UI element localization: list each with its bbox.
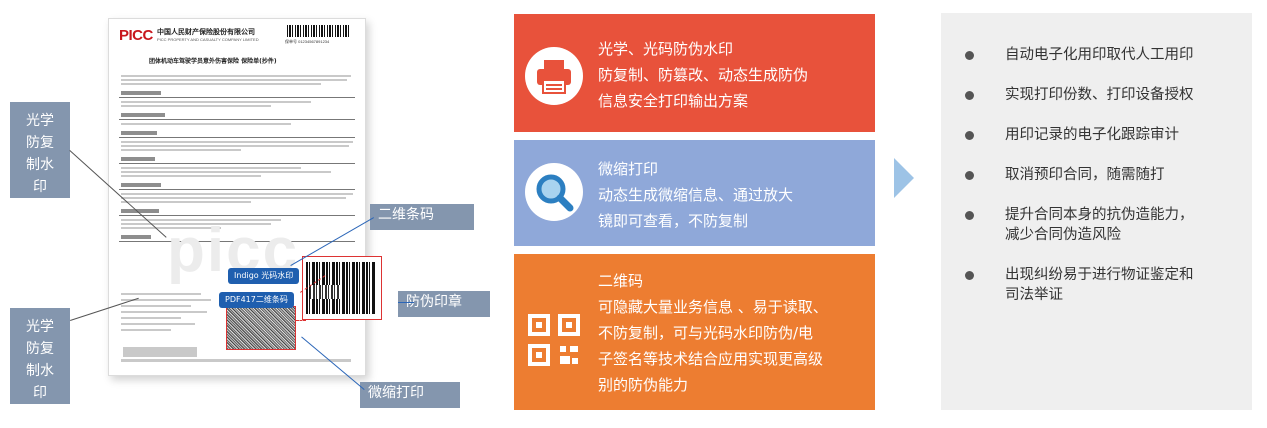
bullet-icon [965, 51, 974, 60]
bullet-icon [965, 271, 974, 280]
bullet-icon [965, 211, 974, 220]
optical-watermark-strip [123, 347, 197, 357]
company-name-cn: 中国人民财产保险股份有限公司 [157, 28, 255, 36]
chevron-right-icon [894, 158, 914, 198]
bullet-icon [965, 131, 974, 140]
insurance-policy-document: PICC 中国人民财产保险股份有限公司 PICC PROPERTY AND CA… [108, 18, 366, 376]
pdf417-tag: PDF417二维条码 [219, 292, 294, 308]
callout-anti-counterfeit-seal: 防伪印章 [398, 291, 490, 317]
picc-logo: PICC [119, 27, 153, 44]
document-title: 团体机动车驾驶学员意外伤害保险 保险单(抄件) [149, 58, 277, 65]
policy-serial: 保单号 01234567891234 [285, 39, 330, 44]
bullet-icon [965, 91, 974, 100]
company-name-en: PICC PROPERTY AND CASUALTY COMPANY LIMIT… [157, 37, 259, 42]
document-barcode [287, 25, 351, 37]
panel-qr-code: 二维码 可隐藏大量业务信息 、易于读取、 不防复制，可与光码水印防伪/电 子签名… [514, 254, 875, 410]
printer-icon [525, 47, 583, 105]
micro-print-zoom [226, 306, 296, 350]
callout-optical-watermark-bottom: 光学 防复 制水 印 [10, 308, 70, 404]
panel-optical-watermark: 光学、光码防伪水印 防复制、防篡改、动态生成防伪 信息安全打印输出方案 [514, 14, 875, 132]
callout-micro-print: 微缩打印 [360, 382, 460, 408]
bullet-icon [965, 171, 974, 180]
benefits-list: 自动电子化用印取代人工用印 实现打印份数、打印设备授权 用印记录的电子化跟踪审计… [941, 13, 1252, 410]
callout-optical-watermark-top: 光学 防复 制水 印 [10, 102, 70, 198]
callout-qr-code: 二维条码 [370, 204, 474, 230]
magnifier-icon [525, 163, 583, 221]
qr-code-icon [528, 314, 580, 366]
panel-micro-print: 微缩打印 动态生成微缩信息、通过放大 镜即可查看，不防复制 [514, 140, 875, 246]
indigo-watermark-tag: Indigo 光码水印 [228, 268, 300, 284]
